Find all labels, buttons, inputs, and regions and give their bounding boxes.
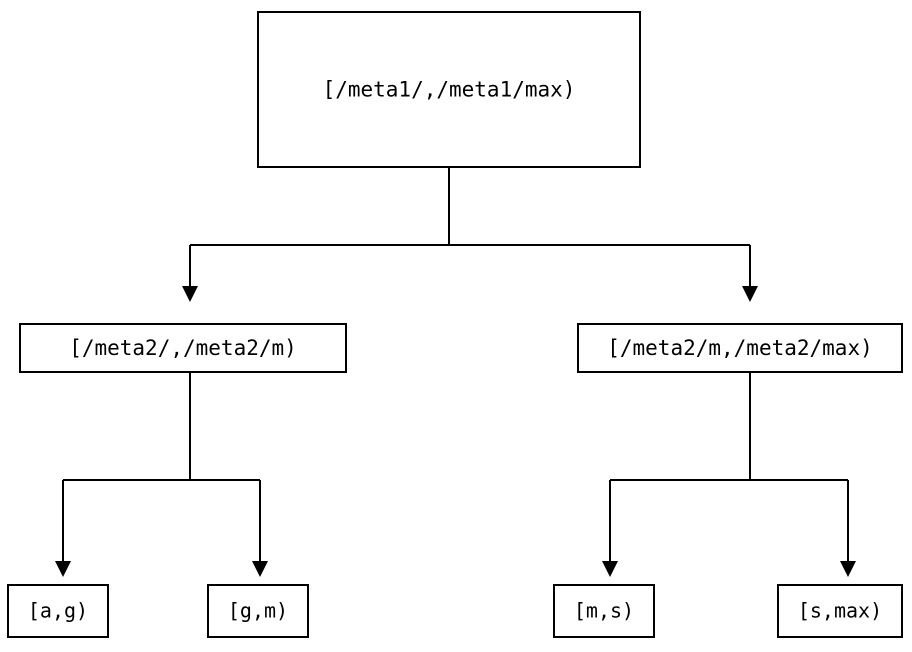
arrowhead-down-icon [742, 286, 758, 302]
arrowhead-down-icon [602, 561, 618, 577]
edges-layer [55, 167, 856, 577]
node-box[interactable] [776, 583, 904, 639]
tree-edge [55, 372, 192, 577]
node-label: [/meta2/,/meta2/m) [69, 336, 297, 360]
node-label: [/meta2/m,/meta2/max) [607, 336, 873, 360]
tree-node-leaf-g-m[interactable]: [g,m) [206, 583, 310, 639]
node-box[interactable] [6, 583, 110, 639]
node-box[interactable] [576, 322, 904, 374]
tree-edge [748, 372, 856, 577]
tree-node-root[interactable]: [/meta1/,/meta1/max) [256, 10, 642, 169]
nodes-layer: [/meta1/,/meta1/max) [/meta2/,/meta2/m) [/… [6, 10, 904, 639]
tree-edge [602, 372, 752, 577]
tree-node-leaf-s-max[interactable]: [s,max) [776, 583, 904, 639]
arrowhead-down-icon [840, 561, 856, 577]
tree-node-leaf-a-g[interactable]: [a,g) [6, 583, 110, 639]
tree-edge [188, 372, 268, 577]
node-box[interactable] [206, 583, 310, 639]
tree-node-mid-right[interactable]: [/meta2/m,/meta2/max) [576, 322, 904, 374]
node-box[interactable] [256, 10, 642, 169]
arrowhead-down-icon [252, 561, 268, 577]
tree-edge [182, 167, 451, 302]
tree-node-leaf-m-s[interactable]: [m,s) [552, 583, 656, 639]
node-box[interactable] [18, 322, 348, 374]
node-label: [a,g) [28, 599, 88, 623]
node-label: [m,s) [574, 599, 634, 623]
node-box[interactable] [552, 583, 656, 639]
arrowhead-down-icon [182, 286, 198, 302]
node-label: [s,max) [798, 599, 882, 623]
arrowhead-down-icon [55, 561, 71, 577]
tree-edge [447, 167, 758, 302]
node-label: [/meta1/,/meta1/max) [323, 78, 576, 102]
tree-node-mid-left[interactable]: [/meta2/,/meta2/m) [18, 322, 348, 374]
node-label: [g,m) [228, 599, 288, 623]
